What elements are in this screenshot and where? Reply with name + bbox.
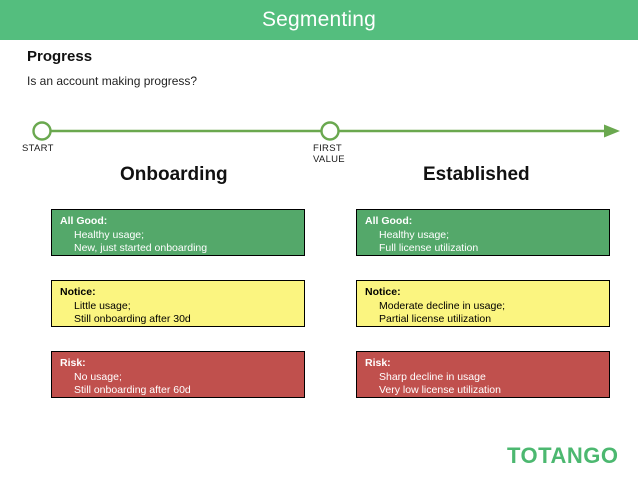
stage-heading-established: Established (423, 164, 530, 185)
milestone-start-icon (32, 121, 52, 141)
status-box-line: Moderate decline in usage; (379, 299, 506, 312)
status-box-line: No usage; (74, 370, 122, 383)
timeline-label-first-value: FIRST VALUE (313, 143, 345, 165)
milestone-first-value-icon (320, 121, 340, 141)
status-box-line: Healthy usage; (379, 228, 450, 241)
status-box-established-notice: Notice: Moderate decline in usage; Parti… (356, 280, 610, 327)
status-box-established-risk: Risk: Sharp decline in usage Very low li… (356, 351, 610, 398)
stage-heading-onboarding: Onboarding (120, 164, 228, 185)
status-box-line: Still onboarding after 60d (74, 384, 191, 396)
status-box-line: New, just started onboarding (74, 242, 208, 254)
status-box-title: Notice: (365, 286, 401, 298)
status-box-title: All Good: (60, 215, 108, 227)
timeline-axis-icon (32, 121, 620, 141)
status-box-title: Risk: (60, 357, 86, 369)
section-subheading: Is an account making progress? (27, 74, 198, 88)
status-box-onboarding-risk: Risk: No usage; Still onboarding after 6… (51, 351, 305, 398)
status-box-line: Full license utilization (379, 242, 479, 254)
totango-logo: TOTANGO (507, 443, 619, 468)
page-title: Segmenting (261, 8, 377, 31)
status-box-title: Notice: (60, 286, 96, 298)
status-box-line: Healthy usage; (74, 228, 145, 241)
section-heading: Progress (27, 48, 93, 65)
status-box-onboarding-notice: Notice: Little usage; Still onboarding a… (51, 280, 305, 327)
status-box-line: Still onboarding after 30d (74, 313, 191, 325)
timeline-label-start: START (22, 143, 54, 154)
status-box-line: Partial license utilization (379, 313, 492, 325)
status-box-line: Very low license utilization (379, 384, 501, 396)
status-box-line: Little usage; (74, 299, 131, 312)
status-box-title: Risk: (365, 357, 391, 369)
header-banner (0, 0, 638, 40)
timeline: START FIRST VALUE (0, 108, 638, 165)
status-box-onboarding-good: All Good: Healthy usage; New, just start… (51, 209, 305, 256)
status-box-title: All Good: (365, 215, 413, 227)
status-box-line: Sharp decline in usage (379, 370, 486, 383)
status-box-established-good: All Good: Healthy usage; Full license ut… (356, 209, 610, 256)
